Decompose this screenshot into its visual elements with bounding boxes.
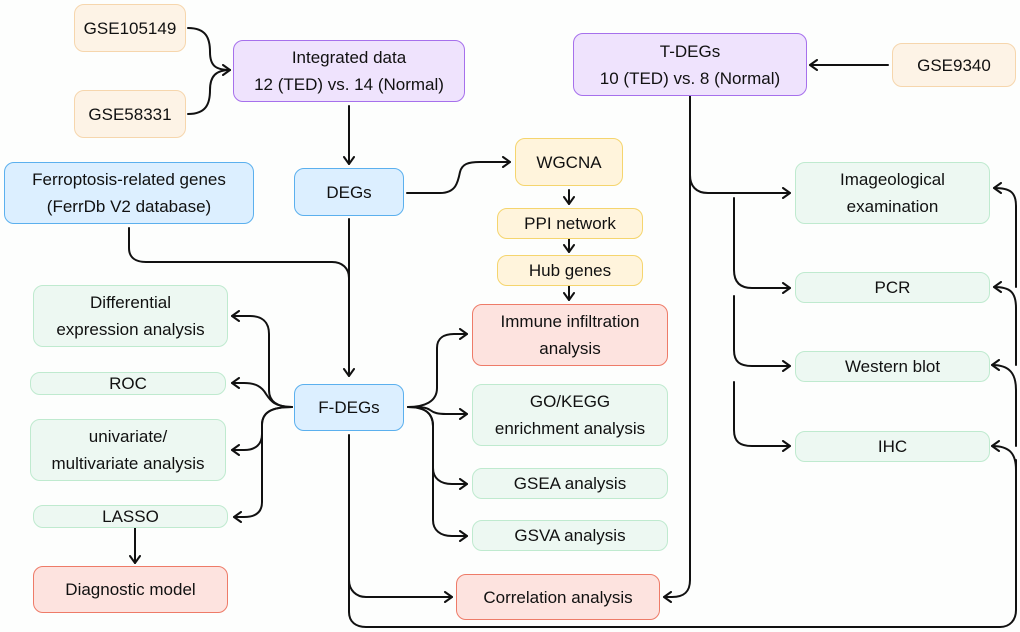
node-label: F-DEGs (318, 398, 380, 417)
edge-loop-imageo (993, 182, 1017, 288)
node-ferroptosis-genes: Ferroptosis-related genes (FerrDb V2 dat… (4, 162, 254, 224)
edge-fdegs-gsea (407, 406, 468, 490)
edge-tdegs-wb (733, 295, 791, 372)
node-title: Immune infiltration (500, 312, 640, 331)
edge-tdegs-pcr (733, 197, 791, 294)
node-hub-genes: Hub genes (497, 255, 643, 286)
node-title: Imageological (840, 170, 945, 189)
node-title: Differential (90, 293, 171, 312)
node-gse58331: GSE58331 (74, 90, 186, 138)
node-label: GSVA analysis (514, 526, 626, 545)
edge-tdegs-correlation (663, 95, 691, 603)
node-subtitle: expression analysis (56, 320, 205, 339)
node-differential-expression: Differential expression analysis (33, 285, 228, 347)
node-label: Hub genes (528, 261, 612, 280)
node-t-degs: T-DEGs 10 (TED) vs. 8 (Normal) (573, 33, 807, 96)
node-correlation-analysis: Correlation analysis (456, 574, 660, 620)
node-f-degs: F-DEGs (294, 384, 404, 431)
node-subtitle: (FerrDb V2 database) (46, 197, 212, 216)
node-label: Diagnostic model (65, 580, 196, 599)
node-subtitle: 12 (TED) vs. 14 (Normal) (254, 75, 444, 94)
edge-gse105149-integrated (187, 27, 231, 76)
node-diagnostic-model: Diagnostic model (33, 566, 228, 613)
node-label: GSE58331 (88, 104, 172, 124)
edge-fdegs-correlation (348, 434, 453, 603)
node-label: GSEA analysis (513, 474, 627, 493)
edge-tdegs-imageo (689, 174, 791, 199)
node-subtitle: enrichment analysis (494, 419, 646, 438)
node-roc: ROC (30, 372, 226, 395)
node-subtitle: multivariate analysis (51, 454, 205, 473)
node-label: GSE9340 (917, 55, 991, 75)
edge-fdegs-lasso (233, 406, 293, 523)
node-go-kegg-enrichment: GO/KEGG enrichment analysis (472, 384, 668, 446)
edge-ferro-fdegs (128, 227, 350, 279)
node-gse105149: GSE105149 (74, 4, 186, 52)
node-wgcna: WGCNA (515, 138, 623, 186)
node-integrated-data: Integrated data 12 (TED) vs. 14 (Normal) (233, 40, 465, 102)
edge-fdegs-diffexp (231, 310, 293, 408)
node-title: univariate/ (88, 427, 168, 446)
node-ihc: IHC (795, 431, 990, 462)
node-label: PCR (874, 278, 911, 297)
node-label: IHC (877, 437, 908, 456)
node-gse9340: GSE9340 (892, 43, 1016, 87)
node-gsva-analysis: GSVA analysis (472, 520, 668, 551)
edge-gse58331-integrated (187, 69, 231, 115)
edge-tdegs-ihc (733, 381, 791, 452)
node-ppi-network: PPI network (497, 208, 643, 239)
edge-loop-wb (991, 359, 1017, 447)
node-label: WGCNA (536, 152, 602, 172)
node-imageological-examination: Imageological examination (795, 162, 990, 224)
node-univariate-multivariate: univariate/ multivariate analysis (30, 419, 226, 481)
node-gsea-analysis: GSEA analysis (472, 468, 668, 499)
node-title: Ferroptosis-related genes (32, 170, 226, 189)
node-label: LASSO (102, 507, 159, 526)
node-immune-infiltration: Immune infiltration analysis (472, 304, 668, 366)
node-title: Integrated data (291, 48, 407, 67)
edge-degs-wgcna (406, 156, 511, 194)
node-label: ROC (109, 374, 147, 393)
node-subtitle: analysis (539, 339, 601, 358)
edge-loop-pcr (993, 281, 1017, 366)
node-western-blot: Western blot (795, 351, 990, 382)
node-label: PPI network (524, 214, 616, 233)
node-title: GO/KEGG (529, 392, 611, 411)
node-label: Correlation analysis (483, 587, 633, 607)
edge-fdegs-gsva (407, 406, 468, 542)
edge-fdegs-validation-loop (348, 459, 1017, 628)
node-label: Western blot (844, 357, 941, 376)
edge-fdegs-immune (407, 328, 468, 408)
node-pcr: PCR (795, 272, 990, 303)
node-degs: DEGs (294, 168, 404, 216)
edge-loop-ihc (991, 440, 1017, 471)
node-label: GSE105149 (83, 18, 177, 38)
edge-fdegs-roc (231, 377, 293, 408)
node-label: DEGs (326, 182, 372, 202)
node-subtitle: examination (846, 197, 939, 216)
node-lasso: LASSO (33, 505, 228, 528)
node-title: T-DEGs (659, 41, 721, 61)
node-subtitle: 10 (TED) vs. 8 (Normal) (599, 68, 781, 88)
